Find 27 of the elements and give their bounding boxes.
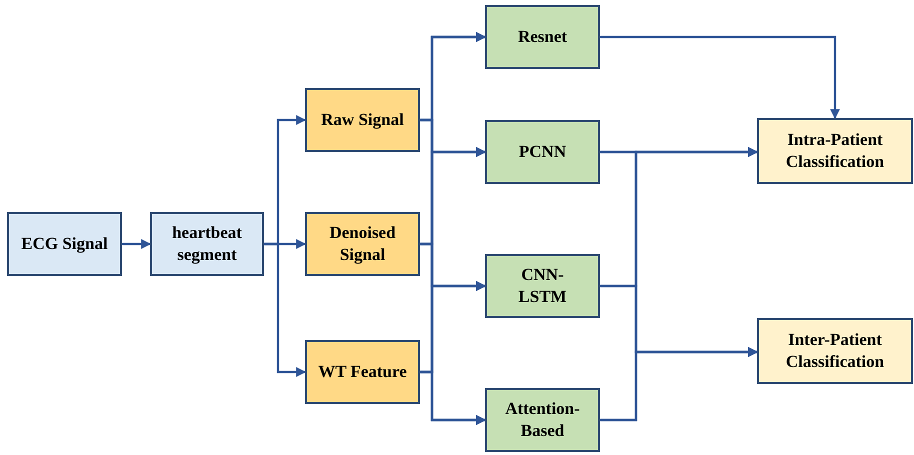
model-box	[485, 254, 600, 318]
box-label: WT Feature	[317, 360, 408, 383]
result-box	[757, 318, 913, 384]
arrow	[264, 242, 306, 377]
box-label: heartbeat segment	[171, 222, 243, 266]
result-box	[757, 118, 913, 184]
box-label: Denoised Signal	[328, 222, 397, 266]
box-label: Attention-Based	[504, 398, 581, 442]
arrow	[600, 36, 840, 119]
box-label: Raw Signal	[320, 108, 405, 131]
model-box	[485, 120, 600, 184]
box-label: CNN-LSTM	[517, 264, 568, 308]
box-label: PCNN	[518, 140, 568, 163]
arrow	[420, 370, 486, 425]
feature-box	[305, 340, 420, 404]
arrow	[600, 347, 758, 422]
box-label: Resnet	[516, 26, 568, 48]
model-box	[485, 5, 600, 69]
model-box	[485, 388, 600, 452]
box-label: Intra-Patient Classification	[784, 128, 886, 173]
arrow	[122, 239, 151, 249]
box-label: Inter-Patient Classification	[784, 328, 886, 373]
feature-box	[305, 212, 420, 276]
feature-box	[305, 88, 420, 152]
box-label: ECG Signal	[20, 232, 109, 255]
process-box	[7, 212, 122, 276]
process-box	[150, 212, 264, 276]
